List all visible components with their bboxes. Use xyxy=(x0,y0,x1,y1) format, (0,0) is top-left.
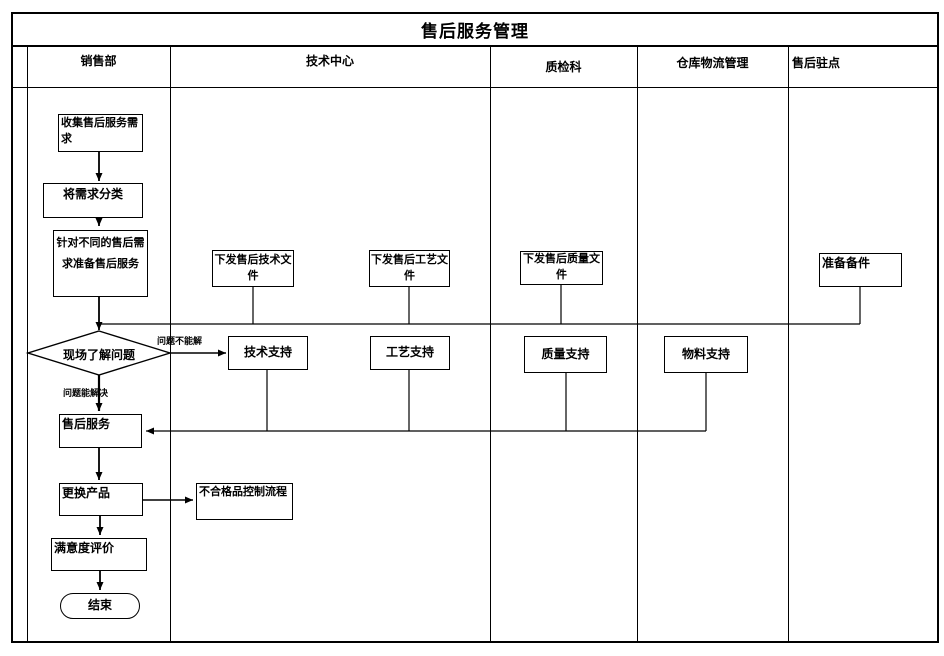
lane-divider-4 xyxy=(788,47,789,641)
lane-divider-3 xyxy=(637,47,638,641)
flow-node-prepare-spares: 准备备件 xyxy=(819,253,902,287)
swimlane-grid: 销售部 技术中心 质检科 仓库物流管理 售后驻点 xyxy=(11,45,939,643)
edge-label-can-solve: 问题能解决 xyxy=(63,388,109,398)
decision-onsite-assess: 现场了解问题 xyxy=(62,348,135,362)
flow-node-process-support: 工艺支持 xyxy=(370,336,450,370)
flow-node-classify-requirements: 将需求分类 xyxy=(43,183,143,218)
lane-divider-1 xyxy=(170,47,171,641)
flow-node-issue-tech-doc: 下发售后技术文件 xyxy=(212,250,294,287)
flow-node-quality-support: 质量支持 xyxy=(524,336,607,373)
page-title: 售后服务管理 xyxy=(421,22,529,41)
lane-divider-2 xyxy=(490,47,491,641)
flow-node-tech-support: 技术支持 xyxy=(228,336,308,370)
flow-node-issue-quality-doc: 下发售后质量文件 xyxy=(520,251,603,285)
flow-node-end: 结束 xyxy=(60,593,140,619)
lane-header-divider xyxy=(13,87,937,88)
flow-node-prepare-service: 针对不同的售后需求准备售后服务 xyxy=(53,230,148,297)
flow-node-after-sales-service: 售后服务 xyxy=(59,414,142,448)
flow-node-nonconforming-process: 不合格品控制流程 xyxy=(196,483,293,520)
lane-header-warehouse: 仓库物流管理 xyxy=(676,56,749,70)
flow-node-issue-process-doc: 下发售后工艺文件 xyxy=(369,250,450,287)
flow-node-satisfaction-eval: 满意度评价 xyxy=(51,538,147,571)
left-margin-divider xyxy=(27,47,28,641)
edge-label-cannot-solve: 问题不能解 xyxy=(157,336,203,346)
flow-node-material-support: 物料支持 xyxy=(664,336,748,373)
lane-header-tech-center: 技术中心 xyxy=(305,54,354,68)
flow-node-replace-product: 更换产品 xyxy=(59,483,143,516)
lane-header-sales: 销售部 xyxy=(80,54,117,68)
flow-node-collect-requirements: 收集售后服务需求 xyxy=(58,114,143,152)
lane-header-station: 售后驻点 xyxy=(792,56,841,70)
lane-header-quality: 质检科 xyxy=(545,60,582,74)
flowchart-title-bar: 售后服务管理 xyxy=(11,12,939,47)
